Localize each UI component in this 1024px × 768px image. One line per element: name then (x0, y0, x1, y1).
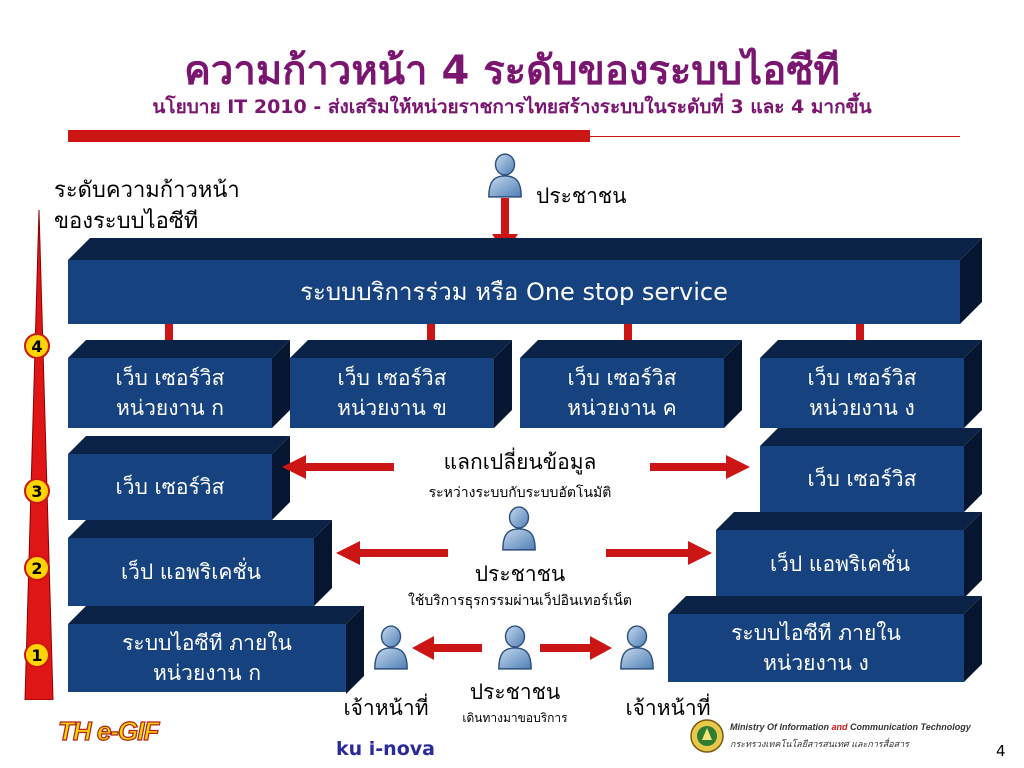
citizen-top-label: ประชาชน (536, 184, 627, 208)
th-egif-logo: TH e-GIF (57, 715, 160, 746)
l3-arrow-right-icon (650, 455, 750, 479)
title-divider-thin (590, 136, 960, 137)
l2-left-label: เว็ป แอพริเคชั่น (120, 560, 262, 584)
l4-box-agency-d: เว็บ เซอร์วิสหน่วยงาน ง (760, 358, 964, 428)
l3-exchange-label: แลกเปลี่ยนข้อมูล (443, 450, 597, 474)
l3-arrow-left-icon (282, 455, 394, 479)
l4-box-a-line2: หน่วยงาน ก (115, 396, 225, 420)
l4-box-d-line2: หน่วยงาน ง (809, 396, 915, 420)
axis-label-line1: ระดับความก้าวหน้า (54, 178, 240, 203)
l1-left-depth (68, 606, 364, 694)
l1-staff-right-label: เจ้าหน้าที่ (625, 696, 711, 720)
l2-citizen-label: ประชาชน (474, 562, 566, 586)
l1-arrow-right-icon (540, 636, 612, 660)
citizen-top-person-icon (486, 152, 524, 198)
l1-right-internal-ict-box: ระบบไอซีที ภายในหน่วยงาน ง (668, 614, 964, 682)
l3-right-web-service-box: เว็บ เซอร์วิส (760, 446, 964, 512)
one-stop-box-depth (68, 238, 982, 324)
l4-box-c-line2: หน่วยงาน ค (567, 396, 677, 420)
ministry-en-part1: Ministry Of Information (730, 722, 832, 732)
l1-right-line2: หน่วยงาน ง (763, 651, 869, 675)
level-badge-4: 4 (24, 333, 50, 359)
l1-left-line2: หน่วยงาน ก (152, 661, 262, 685)
l4-box-agency-a: เว็บ เซอร์วิสหน่วยงาน ก (68, 358, 272, 428)
l2-citizen-sublabel: ใช้บริการธุรกรรมผ่านเว็ปอินเทอร์เน็ต (408, 593, 632, 609)
l3-left-web-service-box: เว็บ เซอร์วิส (68, 454, 272, 520)
ministry-emblem-icon (690, 719, 724, 753)
l2-right-depth (716, 512, 982, 598)
l4-box-agency-c: เว็บ เซอร์วิสหน่วยงาน ค (520, 358, 724, 428)
l1-citizen-person-icon (496, 624, 534, 670)
l4-box-a-line1: เว็บ เซอร์วิส (115, 366, 225, 390)
l1-staff-left-person-icon (372, 624, 410, 670)
l1-arrow-left-icon (412, 636, 482, 660)
l3-right-depth (760, 428, 982, 512)
l4-box-b-line2: หน่วยงาน ข (337, 396, 447, 420)
l2-left-web-app-box: เว็ป แอพริเคชั่น (68, 538, 314, 606)
l4-box-b-depth (290, 340, 512, 428)
l1-staff-right-person-icon (618, 624, 656, 670)
l3-exchange-sublabel: ระหว่างระบบกับระบบอัตโนมัติ (428, 485, 612, 501)
l1-citizen-sublabel: เดินทางมาขอบริการ (462, 711, 568, 725)
ku-inova-logo: ku i-nova (336, 738, 435, 760)
page-subtitle: นโยบาย IT 2010 - ส่งเสริมให้หน่วยราชการไ… (152, 96, 872, 118)
l2-citizen-person-icon (500, 505, 538, 551)
level-badge-1: 1 (24, 642, 50, 668)
l2-arrow-left-icon (336, 541, 448, 565)
l3-left-depth (68, 436, 290, 520)
l4-box-agency-b: เว็บ เซอร์วิสหน่วยงาน ข (290, 358, 494, 428)
l4-box-d-depth (760, 340, 982, 428)
title-divider (68, 130, 590, 142)
one-stop-service-label: ระบบบริการร่วม หรือ One stop service (300, 278, 728, 306)
page-title: ความก้าวหน้า 4 ระดับของระบบไอซีที (184, 48, 840, 94)
l2-left-depth (68, 520, 332, 606)
page-number: 4 (996, 742, 1006, 760)
l4-box-d-line1: เว็บ เซอร์วิส (807, 366, 917, 390)
level-badge-3: 3 (24, 478, 50, 504)
level-badge-2: 2 (24, 555, 50, 581)
l2-right-web-app-box: เว็ป แอพริเคชั่น (716, 530, 964, 598)
one-stop-service-box: ระบบบริการร่วม หรือ One stop service (68, 260, 960, 324)
ministry-en-part2: Communication Technology (847, 722, 971, 732)
l1-left-line1: ระบบไอซีที ภายใน (122, 631, 292, 655)
l1-left-internal-ict-box: ระบบไอซีที ภายในหน่วยงาน ก (68, 624, 346, 692)
l1-staff-left-label: เจ้าหน้าที่ (343, 696, 429, 720)
l4-box-b-line1: เว็บ เซอร์วิส (337, 366, 447, 390)
l3-left-label: เว็บ เซอร์วิส (115, 475, 225, 499)
ministry-en-and: and (831, 722, 848, 732)
l4-box-c-line1: เว็บ เซอร์วิส (567, 366, 677, 390)
axis-label-line2: ของระบบไอซีที (54, 209, 199, 234)
l1-citizen-label: ประชาชน (469, 680, 561, 704)
ministry-name-th: กระทรวงเทคโนโลยีสารสนเทศ และการสื่อสาร (730, 739, 909, 749)
progress-axis-arrow (24, 210, 54, 700)
l2-right-label: เว็ป แอพริเคชั่น (769, 552, 911, 576)
l1-right-line1: ระบบไอซีที ภายใน (731, 621, 901, 645)
l4-box-c-depth (520, 340, 742, 428)
axis-label: ระดับความก้าวหน้า ของระบบไอซีที (54, 175, 240, 237)
ministry-name-en: Ministry Of Information and Communicatio… (730, 722, 971, 732)
l3-right-label: เว็บ เซอร์วิส (807, 467, 917, 491)
l2-arrow-right-icon (606, 541, 712, 565)
l1-right-depth (668, 596, 982, 682)
l4-box-a-depth (68, 340, 290, 428)
